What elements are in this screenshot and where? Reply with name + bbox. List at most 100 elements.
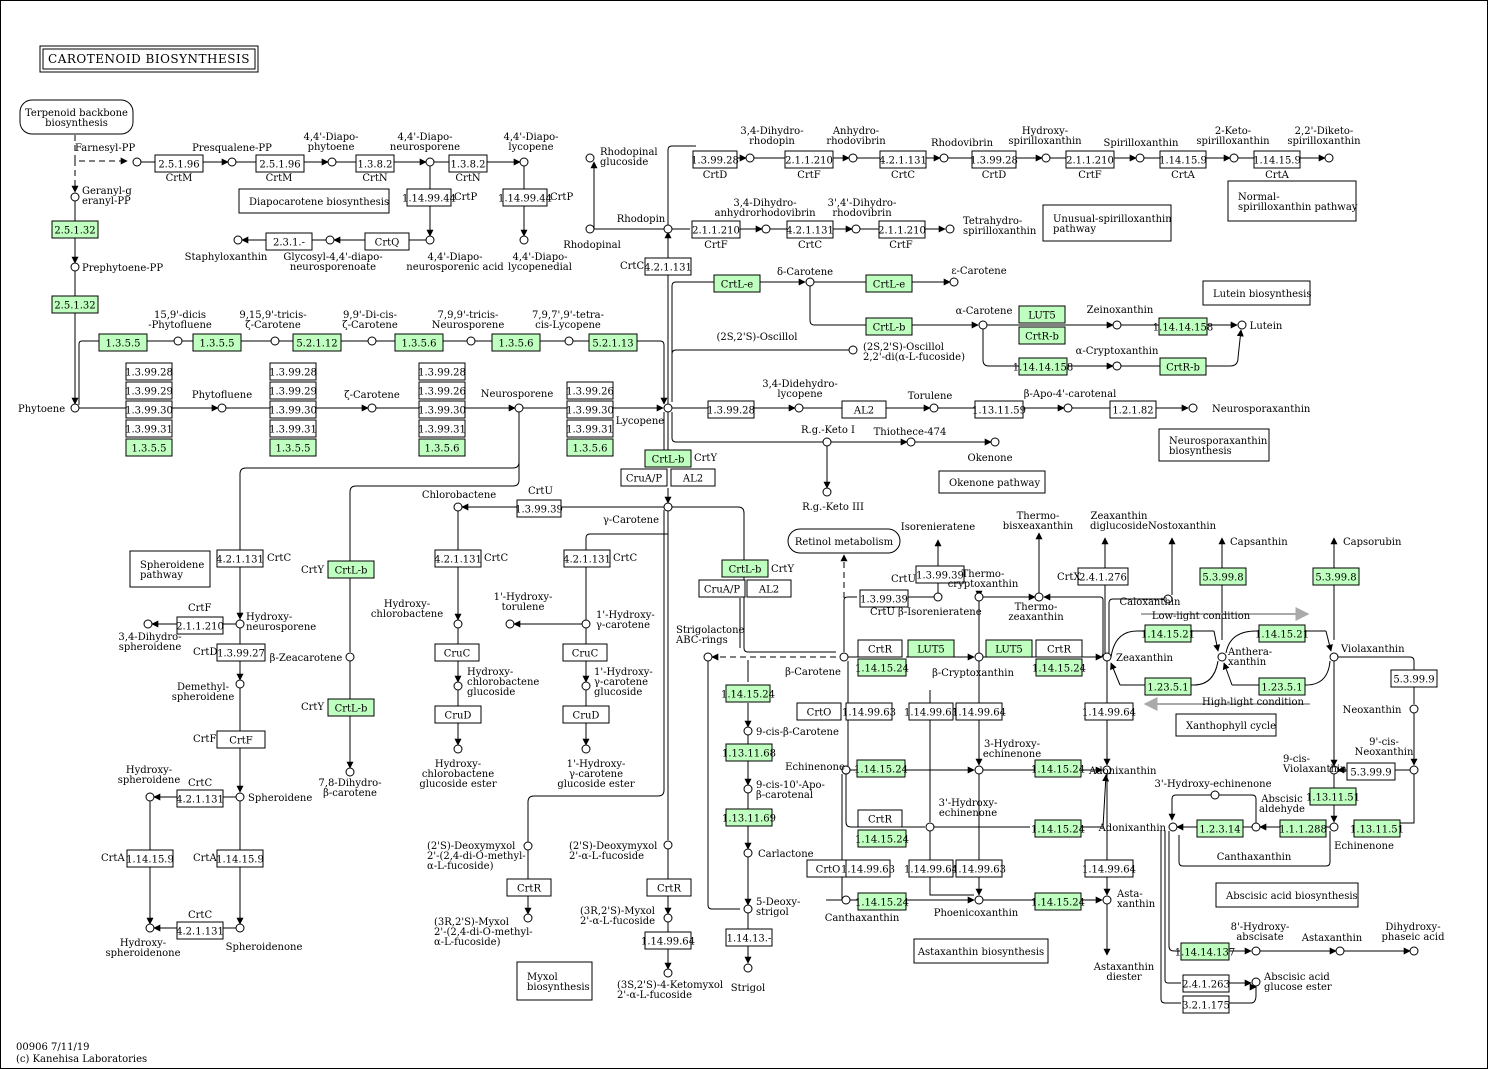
enzyme-box-1-13-11-51[interactable] xyxy=(1353,819,1401,838)
compound-label-7-8-dihydro-carotene[interactable]: 7,8-Dihydro-β-carotene xyxy=(318,778,381,799)
enzyme-box-1-3-99-28[interactable] xyxy=(971,150,1017,169)
enzyme-box-1-3-5-6[interactable] xyxy=(566,438,614,457)
compound-label-2-2-diketo-spirilloxanthin[interactable]: 2,2'-Diketo-spirilloxanthin xyxy=(1287,126,1361,147)
compound-label-2-keto-spirilloxanthin[interactable]: 2-Keto-spirilloxanthin xyxy=(1196,126,1270,147)
compound-node[interactable] xyxy=(974,592,984,602)
enzyme-box-lut5[interactable] xyxy=(1018,305,1066,324)
compound-node[interactable] xyxy=(523,913,533,923)
compound-label-astaxanthin[interactable]: Astaxanthin xyxy=(1301,933,1363,944)
compound-label-3-4-dihydro-spheroidene[interactable]: 3,4-Dihydro-spheroidene xyxy=(118,632,181,653)
enzyme-box-1-3-99-26[interactable] xyxy=(418,381,466,400)
enzyme-box-1-3-99-29[interactable] xyxy=(125,381,173,400)
enzyme-box-crud[interactable] xyxy=(434,705,482,724)
compound-node[interactable] xyxy=(1329,765,1339,775)
enzyme-box-1-14-15-9[interactable] xyxy=(216,849,264,868)
enzyme-box-4-2-1-131[interactable] xyxy=(786,220,834,239)
compound-node[interactable] xyxy=(848,345,858,355)
compound-node[interactable] xyxy=(822,487,832,497)
compound-label-capsanthin[interactable]: Capsanthin xyxy=(1230,537,1288,548)
enzyme-box-crtr[interactable] xyxy=(646,878,692,897)
enzyme-box-1-3-99-30[interactable] xyxy=(566,400,614,419)
compound-node[interactable] xyxy=(235,923,245,933)
compound-node[interactable] xyxy=(1102,765,1112,775)
compound-node[interactable] xyxy=(270,336,280,346)
enzyme-box-1-3-99-29[interactable] xyxy=(269,381,317,400)
enzyme-box-1-14-99-63[interactable] xyxy=(955,859,1003,878)
compound-node[interactable] xyxy=(851,224,861,234)
enzyme-box-crtr[interactable] xyxy=(857,639,903,658)
compound-label-capsorubin[interactable]: Capsorubin xyxy=(1343,537,1402,548)
compound-label-phoenicoxanthin[interactable]: 8'-Hydroxy-abscisate xyxy=(1231,922,1290,943)
compound-label-phytofluene[interactable]: Phytofluene xyxy=(192,390,252,401)
compound-label-9-cis-carotene[interactable]: 9-cis-β-Carotene xyxy=(756,727,839,738)
enzyme-box-5-3-99-9[interactable] xyxy=(1390,669,1438,688)
enzyme-box-5-3-99-9[interactable] xyxy=(1346,762,1396,781)
compound-node[interactable] xyxy=(1409,765,1419,775)
enzyme-box-1-14-15-21[interactable] xyxy=(1258,624,1306,643)
compound-node[interactable] xyxy=(227,157,237,167)
enzyme-box-1-3-99-28[interactable] xyxy=(692,150,738,169)
compound-label-hydroxy-spirilloxanthin[interactable]: Hydroxy-spirilloxanthin xyxy=(1008,126,1082,147)
compound-node[interactable] xyxy=(143,619,153,629)
enzyme-box-1-23-5-1[interactable] xyxy=(1258,677,1306,696)
enzyme-box-2-1-1-210[interactable] xyxy=(176,616,224,635)
compound-label-9-cis-violaxanthin[interactable]: 9-cis-Violaxanthin xyxy=(1282,754,1347,775)
enzyme-box-1-3-5-6[interactable] xyxy=(394,333,444,352)
enzyme-box-1-14-15-24[interactable] xyxy=(857,658,907,677)
enzyme-box-2-1-1-210[interactable] xyxy=(1065,150,1115,169)
compound-label-1-hydroxy-torulene[interactable]: 1'-Hydroxy-torulene xyxy=(494,592,553,613)
enzyme-box-1-14-15-24[interactable] xyxy=(856,759,906,778)
enzyme-box-al2[interactable] xyxy=(670,468,716,487)
compound-node[interactable] xyxy=(145,923,155,933)
compound-label-2s-2-s-oscillol[interactable]: (2S,2'S)-Oscillol xyxy=(717,332,798,343)
compound-node[interactable] xyxy=(514,403,524,413)
enzyme-box-crtq[interactable] xyxy=(364,232,410,251)
compound-label-3-hydroxy-echinenone[interactable]: 3'-Hydroxy-echinenone xyxy=(1154,779,1271,790)
enzyme-box-1-3-5-6[interactable] xyxy=(418,438,466,457)
compound-label-7-9-9-tricis-neurosporene[interactable]: 7,9,9'-tricis-Neurosporene xyxy=(432,310,505,331)
compound-label-4-4-diapo-neurosporenic-acid[interactable]: 4,4'-Diapo-neurosporenic acid xyxy=(406,252,504,273)
enzyme-box-1-14-14-158[interactable] xyxy=(1158,317,1208,336)
compound-label-neurosporaxanthin[interactable]: Neurosporaxanthin xyxy=(1212,404,1311,415)
enzyme-box-1-14-99-64[interactable] xyxy=(1084,702,1134,721)
compound-node[interactable] xyxy=(132,157,142,167)
enzyme-box-1-3-8-2[interactable] xyxy=(355,154,395,173)
enzyme-box-cruc[interactable] xyxy=(434,643,480,662)
enzyme-box-1-14-99-63[interactable] xyxy=(845,702,893,721)
compound-node[interactable] xyxy=(145,792,155,802)
enzyme-box-5-2-1-13[interactable] xyxy=(588,333,638,352)
compound-node[interactable] xyxy=(581,744,591,754)
compound-node[interactable] xyxy=(761,224,771,234)
compound-label-carotene[interactable]: ε-Carotene xyxy=(951,266,1006,277)
compound-node[interactable] xyxy=(1409,704,1419,714)
compound-label-isorenieratene[interactable]: CrtU β-Isorenieratene xyxy=(870,607,982,618)
compound-node[interactable] xyxy=(519,235,529,245)
compound-label-dihydroxy-phaseic-acid[interactable]: Asta-xanthin xyxy=(1116,889,1156,910)
compound-label-isorenieratene[interactable]: Isorenieratene xyxy=(901,522,975,533)
enzyme-box-1-13-11-51[interactable] xyxy=(1309,787,1357,806)
compound-node[interactable] xyxy=(822,437,832,447)
map-link-neurosporaxanthin-biosynthesis[interactable] xyxy=(1158,428,1270,462)
compound-label-r-g-keto-iii[interactable]: R.g.-Keto III xyxy=(802,502,864,513)
enzyme-box-1-3-99-39[interactable] xyxy=(915,565,965,584)
enzyme-box-crua-p[interactable] xyxy=(620,468,668,487)
compound-node[interactable] xyxy=(990,437,1000,447)
compound-label-zeaxanthin[interactable]: Zeaxanthin xyxy=(1116,653,1174,664)
enzyme-box-1-14-15-24[interactable] xyxy=(857,829,907,848)
enzyme-box-1-3-99-31[interactable] xyxy=(125,419,173,438)
compound-label-7-9-7-9-tetra-cis-lycopene[interactable]: 7,9,7',9'-tetra-cis-Lycopene xyxy=(532,310,604,331)
compound-node[interactable] xyxy=(564,336,574,346)
enzyme-box-crtr[interactable] xyxy=(1035,639,1083,658)
compound-node[interactable] xyxy=(581,619,591,629)
enzyme-box-crtl-b[interactable] xyxy=(644,449,692,468)
compound-node[interactable] xyxy=(1409,946,1419,956)
compound-node[interactable] xyxy=(70,262,80,272)
compound-label-carotene[interactable]: β-Carotene xyxy=(785,667,841,678)
enzyme-box-lut5[interactable] xyxy=(985,639,1033,658)
compound-label-antheraxanthin[interactable]: Anthera-xanthin xyxy=(1227,647,1272,668)
compound-node[interactable] xyxy=(173,336,183,346)
enzyme-box-crtl-b[interactable] xyxy=(865,317,913,336)
enzyme-box-1-3-99-39[interactable] xyxy=(859,589,909,608)
compound-node[interactable] xyxy=(939,153,949,163)
